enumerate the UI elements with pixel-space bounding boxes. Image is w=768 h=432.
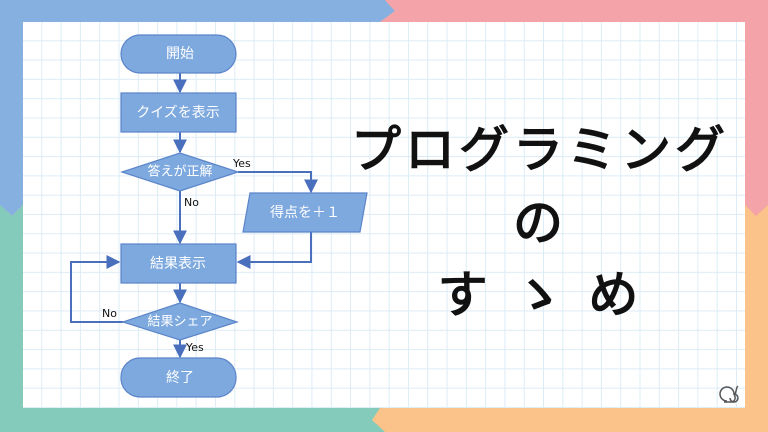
frame-bottom-left	[0, 205, 385, 432]
start-terminal	[120, 34, 237, 74]
no-label: No	[184, 196, 199, 209]
arrow-no-loop	[70, 255, 123, 323]
show-result-label: 結果表示	[150, 256, 206, 272]
show-quiz-label: クイズを表示	[136, 105, 220, 121]
share-decision	[121, 302, 239, 341]
title-line-3: す ゝ め	[437, 266, 643, 324]
end-terminal	[120, 357, 237, 398]
add-score-io	[242, 192, 368, 233]
correct-decision	[120, 152, 240, 192]
title-line-2: の	[513, 194, 567, 252]
grid-panel	[23, 22, 745, 408]
start-label: 開始	[166, 46, 194, 62]
snail-logo-icon	[719, 385, 739, 403]
title-line-1: プログラミング	[351, 121, 729, 179]
show-quiz-process	[120, 92, 237, 133]
yes-label: Yes	[232, 157, 251, 170]
end-label: 終了	[166, 370, 194, 386]
show-result-process	[120, 243, 237, 284]
correct-label: 答えが正解	[147, 164, 212, 180]
arrow	[236, 232, 312, 269]
share-label: 結果シェア	[147, 315, 212, 330]
no-label: No	[102, 307, 117, 320]
yes-label: Yes	[185, 341, 204, 354]
frame-top-right	[380, 0, 768, 216]
arrow-yes	[238, 171, 318, 194]
frame-top-left	[0, 0, 395, 216]
add-score-label: 得点を＋１	[270, 204, 340, 221]
